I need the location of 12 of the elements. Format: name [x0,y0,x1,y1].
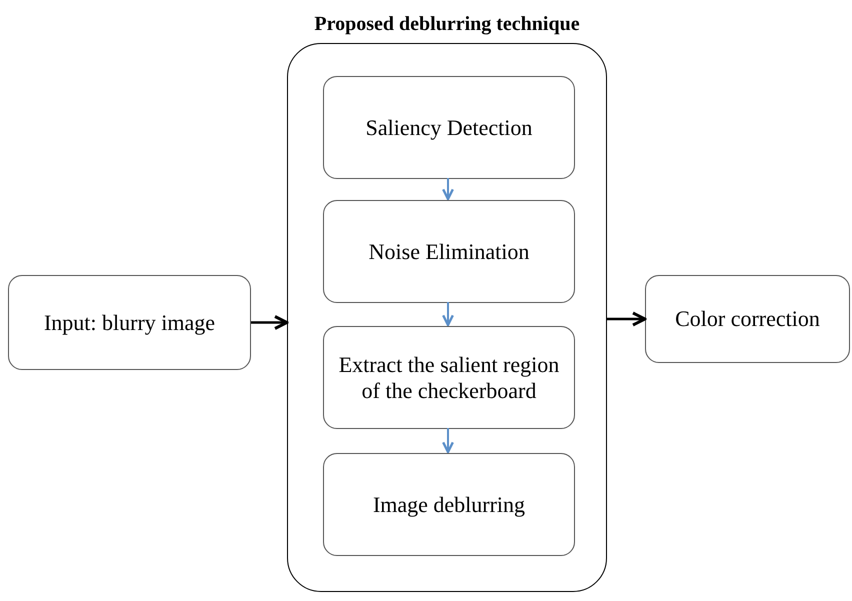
process-box: Saliency Detection [323,76,575,179]
process-box: Input: blurry image [8,275,251,370]
process-box: Noise Elimination [323,200,575,303]
process-box: Color correction [645,275,850,363]
arrow [442,302,454,326]
arrow [251,315,288,330]
process-box: Extract the salient region of the checkerboard [323,326,575,429]
arrow [607,312,646,326]
arrow [442,178,454,200]
title: Proposed deblurring technique [313,12,581,37]
arrow [442,428,454,454]
process-box: Image deblurring [323,453,575,556]
